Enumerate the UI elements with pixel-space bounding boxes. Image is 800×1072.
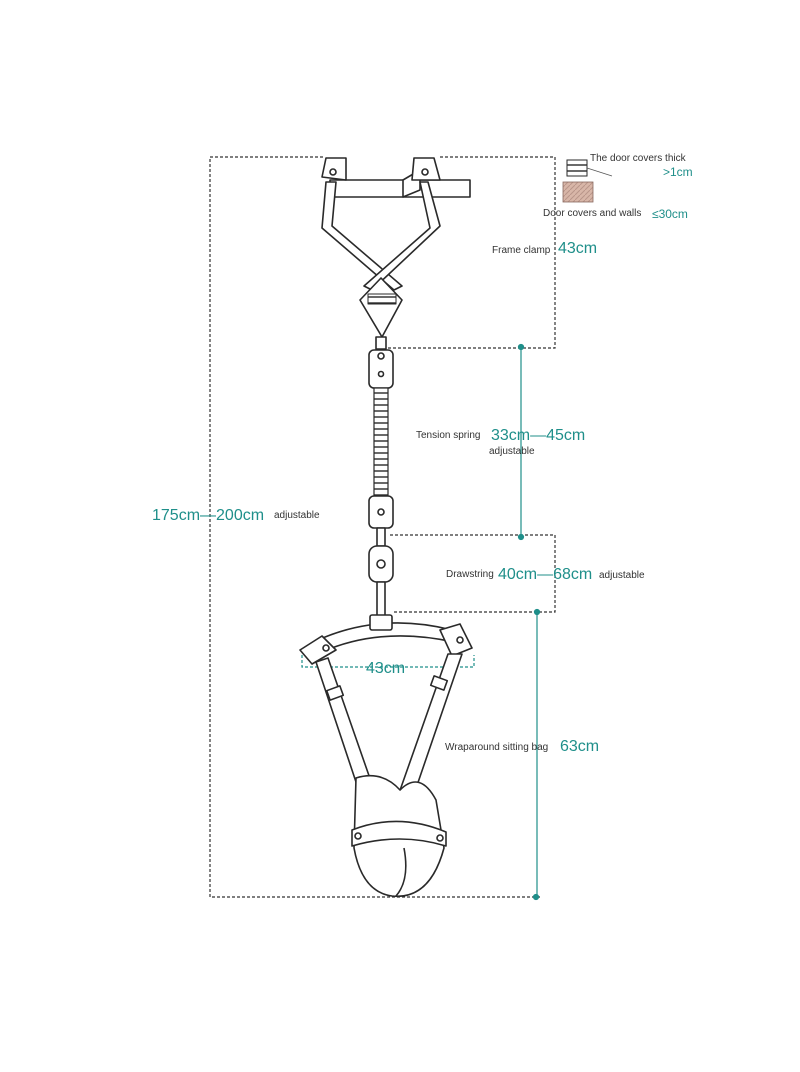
door-wall-label: Door covers and walls	[543, 208, 642, 219]
drawstring-value: 40cm—68cm	[498, 566, 593, 583]
seat-width-bracket	[301, 655, 475, 668]
total-height-dot	[532, 893, 540, 901]
door-thickness-swatch	[566, 159, 588, 177]
left-arm	[321, 181, 403, 291]
tension-spring-label: Tension spring	[416, 430, 481, 441]
total-height-bracket	[209, 156, 540, 898]
seat-band	[351, 820, 447, 847]
bar-center-joint	[369, 614, 393, 631]
left-bar-joint	[299, 635, 337, 665]
sitting-bag-label: Wraparound sitting bag	[445, 742, 549, 753]
left-strap	[315, 657, 375, 795]
drawstring-label: Drawstring	[446, 569, 494, 580]
frame-clamp-value: 43cm	[558, 240, 598, 257]
drawstring-bracket	[390, 534, 556, 613]
left-strap-buckle	[325, 685, 345, 701]
right-bar-joint	[439, 623, 473, 657]
total-height-value: 175cm—200cm	[152, 507, 265, 524]
door-wall-swatch	[562, 181, 594, 203]
frame-clamp	[321, 157, 471, 361]
door-thickness-value: >1cm	[663, 165, 693, 179]
tension-spring-dot-bottom	[517, 533, 525, 541]
sitting-bag-value: 63cm	[560, 738, 600, 755]
diamond-connector	[375, 336, 387, 350]
dimension-lines	[209, 156, 556, 898]
seat-harness	[299, 614, 473, 898]
leader-line	[586, 167, 613, 177]
total-height-note: adjustable	[274, 510, 320, 521]
right-strap	[397, 653, 463, 801]
door-thickness-label: The door covers thick	[590, 153, 686, 164]
right-strap-buckle	[429, 675, 449, 691]
right-arm	[363, 181, 441, 291]
drawstring-strap	[376, 581, 386, 619]
frame-clamp-bracket	[388, 156, 556, 349]
seat-width-value: 43cm	[366, 660, 406, 677]
sitting-bag-dot	[533, 608, 541, 616]
door-samples	[562, 159, 613, 203]
tension-spring	[368, 349, 394, 619]
tension-spring-dot-top	[517, 343, 525, 351]
clamp-top-bar	[329, 179, 471, 198]
teal-measures	[517, 343, 541, 901]
tension-spring-value: 33cm—45cm	[491, 427, 586, 444]
tension-spring-note: adjustable	[489, 446, 535, 457]
door-wall-value: ≤30cm	[652, 207, 688, 221]
drawstring-note: adjustable	[599, 570, 645, 581]
frame-clamp-label: Frame clamp	[492, 245, 551, 256]
spring-coil	[373, 387, 389, 497]
